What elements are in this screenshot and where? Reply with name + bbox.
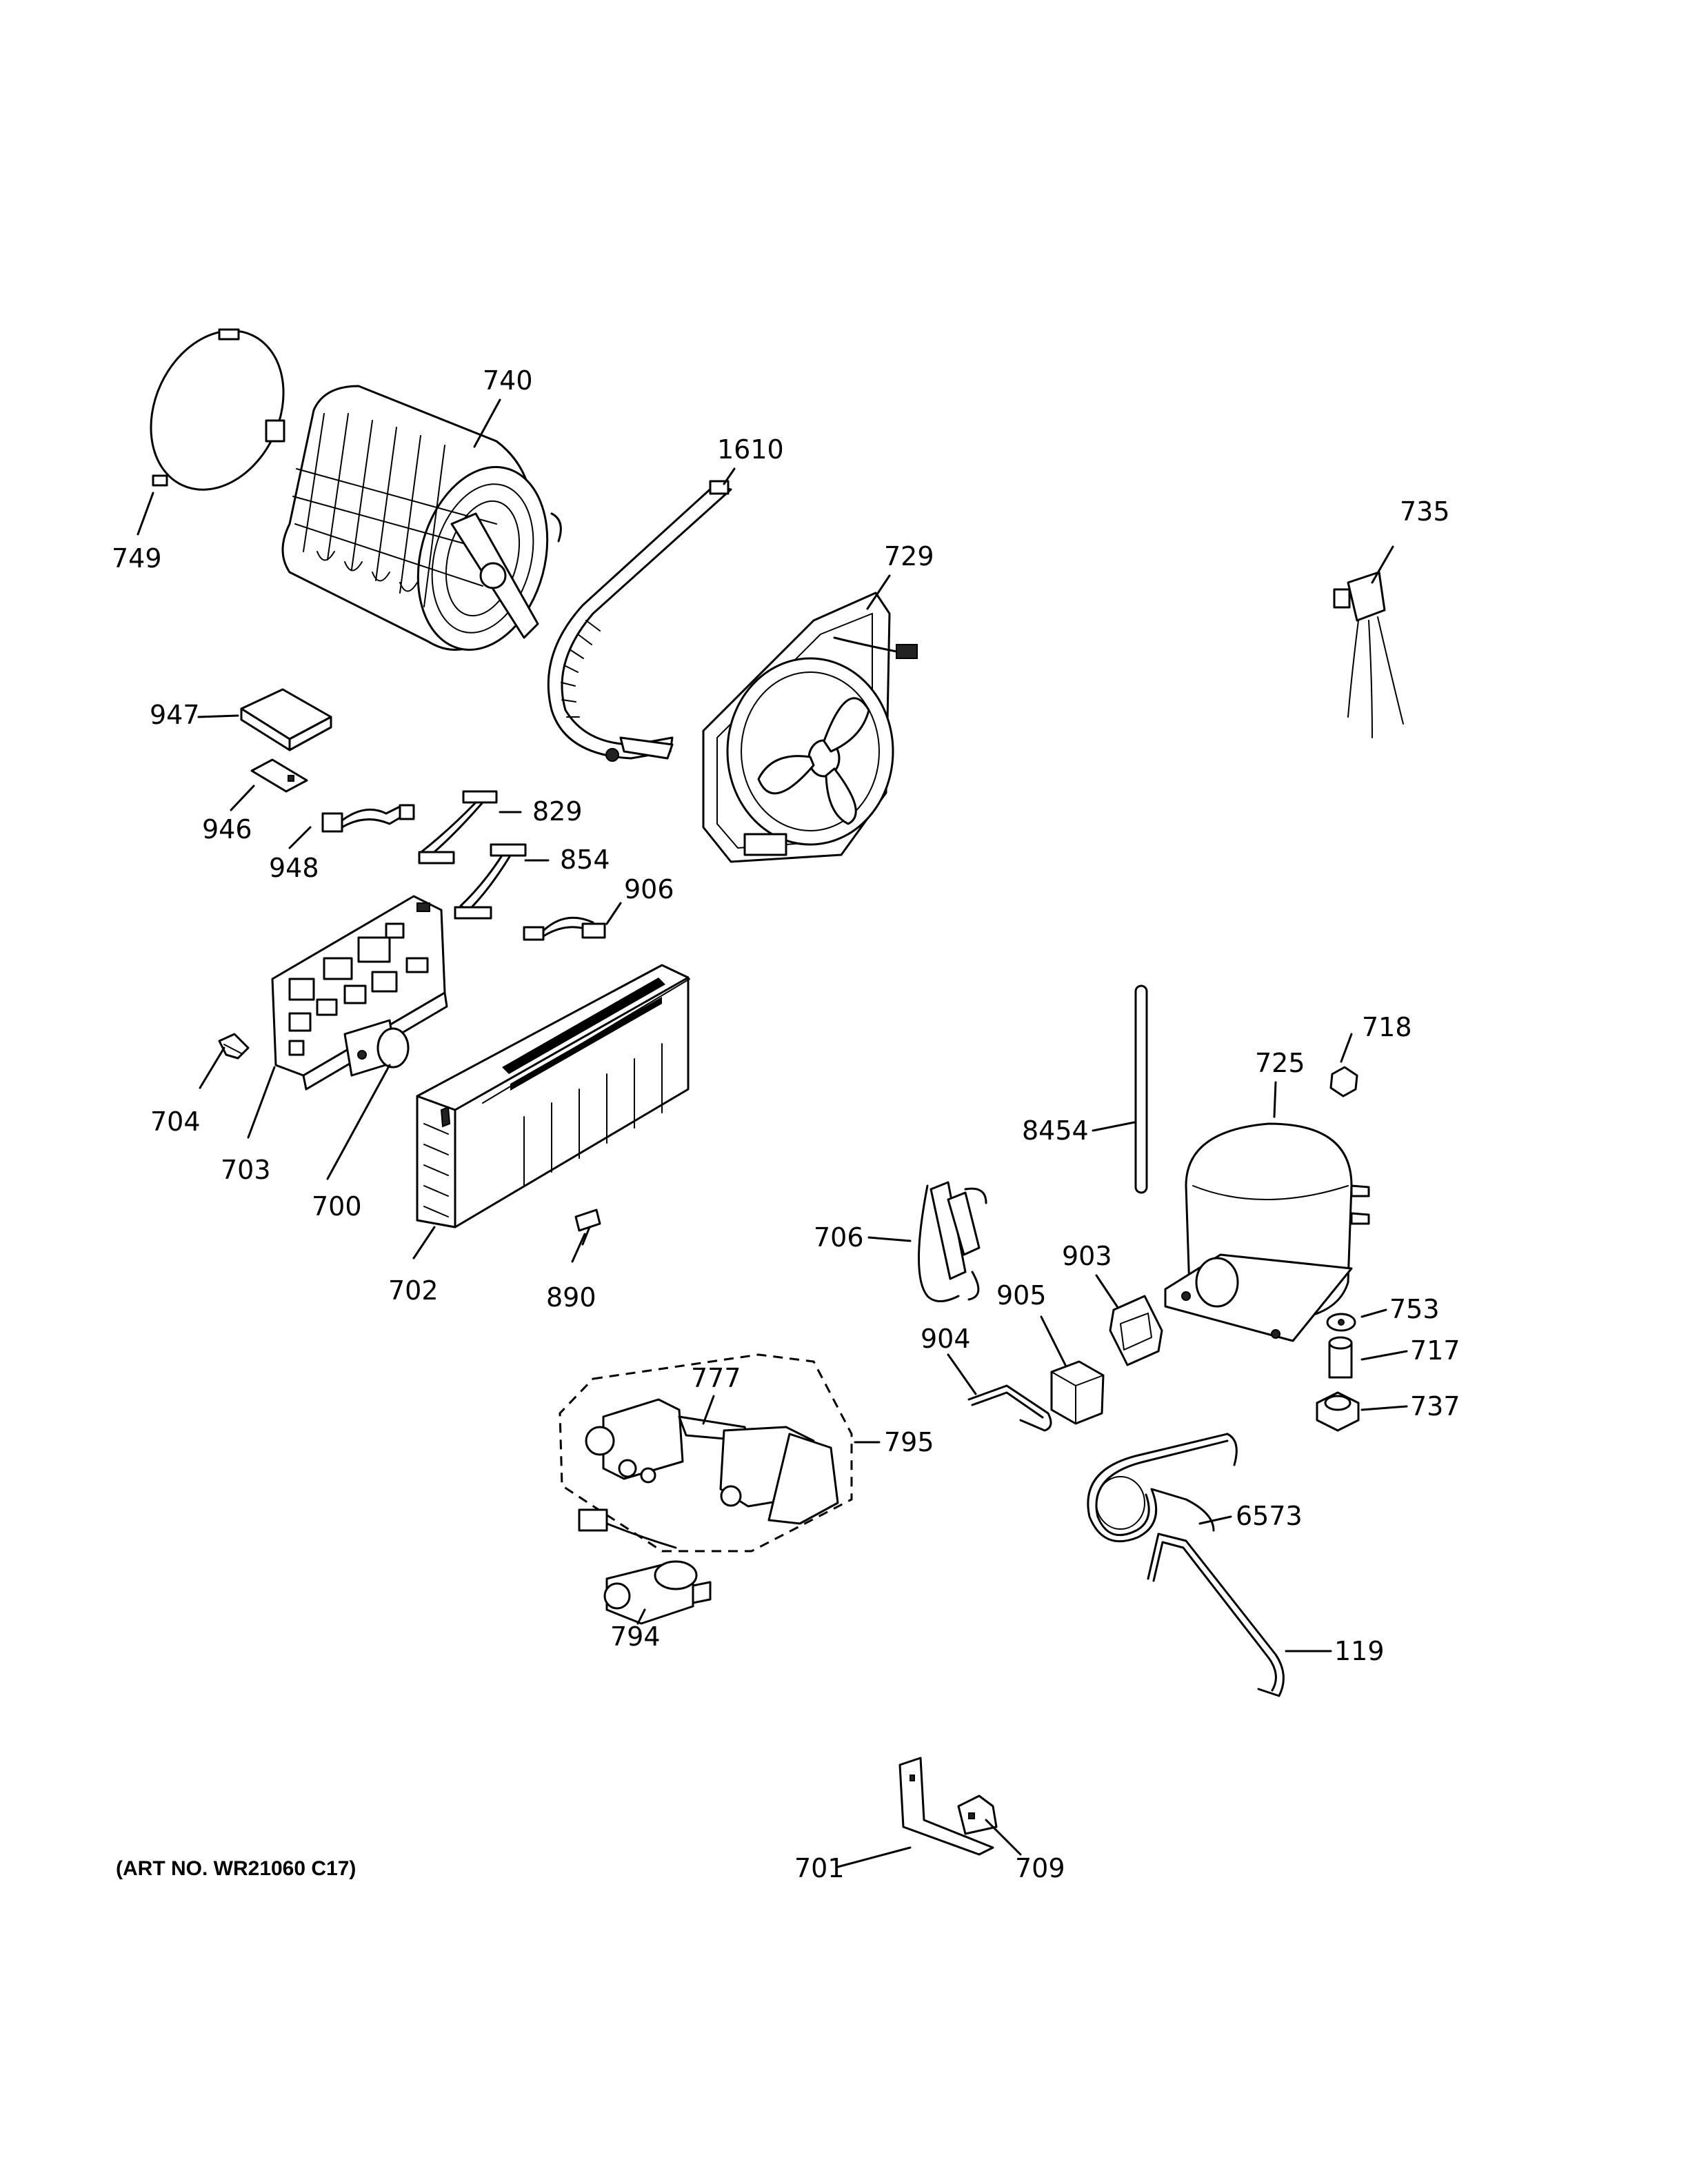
- label-947: 947: [150, 700, 200, 730]
- part-119-tube: [1147, 1533, 1285, 1697]
- label-795: 795: [884, 1427, 934, 1457]
- part-717-sleeve: [1328, 1336, 1353, 1379]
- part-735-overload: [1333, 571, 1404, 738]
- part-6573-tubing: [1087, 1433, 1238, 1543]
- label-702: 702: [388, 1275, 439, 1306]
- label-905: 905: [996, 1280, 1047, 1311]
- part-948-harness: [321, 804, 415, 833]
- part-906-harness: [523, 916, 606, 941]
- label-701: 701: [794, 1853, 845, 1883]
- label-735: 735: [1400, 496, 1450, 527]
- label-706: 706: [814, 1222, 864, 1253]
- part-829-harness: [418, 790, 498, 865]
- label-740: 740: [483, 365, 533, 396]
- part-737-grommet: [1316, 1391, 1360, 1432]
- part-702-control-cover: [416, 964, 690, 1228]
- part-706-drier: [918, 1181, 987, 1302]
- art-number: (ART NO. WR21060 C17): [116, 1857, 356, 1880]
- label-6573: 6573: [1236, 1501, 1303, 1531]
- label-946: 946: [202, 814, 252, 845]
- label-703: 703: [221, 1155, 271, 1185]
- part-794-water-valve: [578, 1508, 712, 1625]
- label-753: 753: [1389, 1294, 1440, 1324]
- label-729: 729: [884, 541, 934, 572]
- label-854: 854: [560, 845, 610, 875]
- part-890-screw: [574, 1209, 601, 1246]
- label-704: 704: [150, 1106, 201, 1137]
- part-labels: 749 740 1610 729 735 947 946 948 829 854…: [112, 365, 1460, 1883]
- part-946-board: [250, 758, 308, 793]
- part-701-bracket: [898, 1757, 994, 1856]
- label-777: 777: [691, 1363, 741, 1393]
- part-718-nut: [1329, 1066, 1358, 1098]
- part-753-washer: [1326, 1313, 1356, 1332]
- part-795-valve-assembly: [559, 1353, 853, 1553]
- label-737: 737: [1410, 1391, 1460, 1422]
- label-829: 829: [532, 796, 583, 827]
- label-948: 948: [269, 853, 319, 883]
- label-794: 794: [610, 1621, 661, 1652]
- part-904-clip: [967, 1384, 1052, 1432]
- label-890: 890: [546, 1282, 596, 1313]
- label-906: 906: [624, 874, 674, 904]
- part-903-start-relay: [1109, 1295, 1163, 1366]
- part-905-capacitor: [1050, 1360, 1105, 1425]
- label-725: 725: [1255, 1048, 1305, 1078]
- leader-lines: [137, 398, 1408, 1868]
- label-717: 717: [1410, 1335, 1460, 1366]
- label-709: 709: [1015, 1853, 1065, 1883]
- label-119: 119: [1334, 1636, 1385, 1666]
- label-718: 718: [1362, 1012, 1412, 1042]
- part-729-condenser-fan: [702, 592, 918, 863]
- label-904: 904: [921, 1324, 971, 1354]
- part-8454-tube: [1134, 984, 1148, 1194]
- part-749-cover: [150, 328, 285, 491]
- part-709-bracket: [957, 1794, 998, 1835]
- label-1610: 1610: [717, 434, 784, 465]
- label-700: 700: [312, 1191, 362, 1222]
- part-725-compressor: [1164, 1122, 1370, 1342]
- label-749: 749: [112, 543, 162, 574]
- part-740-condenser-coil: [281, 385, 562, 651]
- part-854-harness: [454, 843, 527, 920]
- part-700-capacitor: [343, 1019, 410, 1077]
- part-1610-strap: [547, 480, 732, 762]
- part-947-board-cover: [240, 688, 332, 751]
- part-704-clip: [218, 1033, 250, 1060]
- label-903: 903: [1062, 1241, 1112, 1271]
- label-8454: 8454: [1022, 1115, 1089, 1146]
